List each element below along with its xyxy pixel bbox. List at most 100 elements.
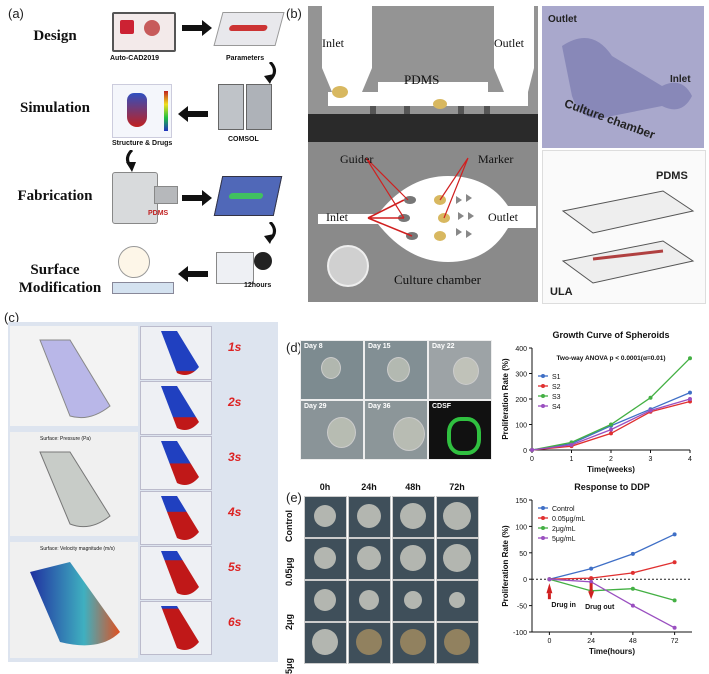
spheroid-image: [304, 496, 347, 538]
day-image: Day 36: [364, 400, 428, 460]
spheroid: [314, 505, 336, 527]
chip-schematic: [308, 6, 538, 302]
data-point: [609, 431, 613, 436]
y-axis-label: Proliferation Rate (%): [501, 525, 510, 607]
inlet-top-label: Inlet: [322, 36, 344, 50]
computer-tower-illustration-2: [246, 84, 272, 130]
legend-marker: [541, 394, 545, 398]
arrow-down-icon: [264, 62, 276, 84]
chip-surface-illustration: [112, 282, 174, 294]
pdms-schematic-label: PDMS: [404, 72, 440, 87]
spheroid: [314, 547, 336, 569]
clock-icon: [254, 252, 272, 270]
spheroid-image: [348, 496, 391, 538]
column-label: 72h: [449, 482, 465, 492]
spheroid-image: [392, 496, 435, 538]
chart-title: Growth Curve of Spheroids: [552, 330, 669, 340]
sim-shape: [161, 551, 199, 595]
day-label: Day 15: [368, 343, 391, 350]
spheroid: [314, 589, 336, 611]
x-axis-label: Time(weeks): [587, 465, 635, 474]
data-point: [630, 586, 635, 591]
spheroid: [357, 504, 381, 528]
series-line: [531, 392, 691, 451]
data-point: [630, 570, 635, 575]
y-tick-label: -50: [517, 604, 527, 611]
sim-time-label: 3s: [228, 450, 242, 464]
series-line: [549, 578, 675, 629]
data-point: [688, 356, 692, 361]
data-point: [609, 422, 613, 427]
y-tick-label: 100: [515, 524, 527, 531]
spheroid-image: [304, 580, 347, 622]
arrow-right-icon-2: [182, 190, 212, 206]
incubation-illustration: [216, 252, 254, 284]
render-outlet-label: Outlet: [548, 14, 577, 25]
spheroid: [312, 629, 338, 655]
render-inlet-label: Inlet: [670, 74, 691, 85]
render-pdms-label: PDMS: [656, 170, 688, 182]
legend-label: 5μg/mL: [552, 536, 576, 543]
spheroid-image: [348, 622, 391, 664]
spheroid-image: [348, 580, 391, 622]
pdms-label: PDMS: [148, 210, 169, 217]
spheroid-image: [392, 538, 435, 580]
step-design: Design: [33, 28, 77, 44]
drug-out-label: Drug out: [585, 604, 615, 611]
data-point: [530, 448, 534, 452]
chart-title: Response to DDP: [574, 482, 650, 492]
guider-label: Guider: [340, 152, 374, 166]
panel-c-label: (c): [4, 310, 20, 325]
data-point: [630, 551, 635, 556]
row-label: 5μg: [284, 657, 294, 674]
spheroid: [357, 546, 381, 570]
row-label: Control: [284, 510, 294, 542]
parameters-label: Parameters: [226, 55, 265, 62]
panel-e-label: (e): [286, 490, 302, 505]
legend-marker: [541, 384, 545, 388]
y-tick-label: 300: [515, 372, 527, 379]
sim-shape: [161, 441, 199, 485]
spheroid: [443, 502, 471, 530]
day-image: Day 15: [364, 340, 428, 400]
data-point: [630, 603, 635, 608]
series-line: [549, 561, 675, 580]
spheroid-image: [436, 622, 479, 664]
data-point: [688, 390, 692, 395]
x-tick-label: 4: [688, 456, 692, 463]
day-image: Day 8: [300, 340, 364, 400]
column-label: 48h: [405, 482, 421, 492]
anova-annotation: Two-way ANOVA p < 0.0001(α=0.01): [556, 355, 665, 362]
spheroid: [444, 629, 470, 655]
step-fabrication: Fabrication: [17, 188, 93, 204]
x-tick-label: 0: [530, 456, 534, 463]
row-label: 0.05μg: [284, 557, 294, 586]
data-point: [589, 579, 594, 584]
y-tick-label: 100: [515, 423, 527, 430]
arrow-left-icon: [178, 106, 208, 122]
arrow-down-icon-2: [264, 222, 276, 244]
panel-b-label: (b): [286, 6, 302, 21]
x-tick-label: 0: [547, 638, 551, 645]
step-modification: Modification: [18, 280, 102, 296]
spheroid-image: [304, 538, 347, 580]
sim-frame: [140, 381, 212, 435]
arrow-curve-icon: [126, 150, 136, 172]
comsol-label: COMSOL: [228, 136, 259, 143]
sim-time-label: 4s: [228, 505, 242, 519]
legend-label: S4: [552, 404, 561, 411]
sim-shape: [161, 606, 199, 650]
inlet-bottom-label: Inlet: [326, 210, 348, 224]
y-tick-label: 0: [523, 577, 527, 584]
day-label: Day 8: [304, 343, 323, 350]
x-axis-label: Time(hours): [589, 647, 635, 656]
data-point: [589, 576, 594, 581]
sim-main-2: [10, 432, 138, 536]
drug-in-label: Drug in: [551, 602, 576, 609]
spheroid: [443, 544, 471, 572]
sim-main-3: [10, 542, 138, 658]
legend-marker: [541, 516, 545, 520]
day-label: CDSF: [432, 403, 452, 410]
sim-frame: [140, 326, 212, 380]
